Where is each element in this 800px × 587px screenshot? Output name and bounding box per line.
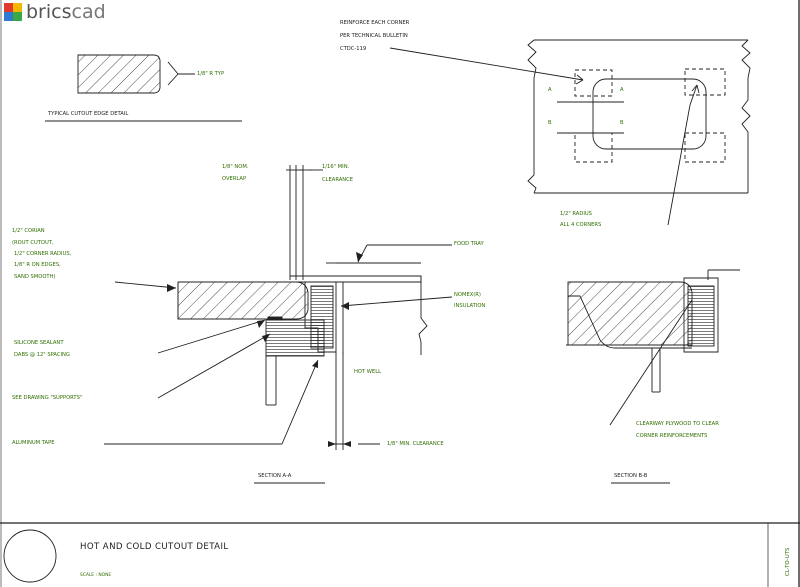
sealant-note-line-1: SILICONE SEALANT	[14, 340, 64, 346]
radius-note-line-1: 1/2" RADIUS	[560, 211, 592, 217]
corian-note-line-3: 1/2" CORNER RADIUS,	[14, 251, 72, 257]
clearance-top-line-2: CLEARANCE	[322, 177, 354, 183]
corian-note-line-4: 1/8" R ON EDGES,	[14, 262, 61, 268]
plan-note-line-1: REINFORCE EACH CORNER	[340, 20, 410, 26]
hot-well-label: HOT WELL	[354, 369, 381, 375]
corian-note-line-5: SAND SMOOTH)	[14, 274, 56, 280]
section-bb-drawing	[566, 269, 740, 484]
plywood-note-line-2: CORNER REINFORCEMENTS	[636, 433, 708, 439]
section-aa-drawing	[104, 165, 453, 484]
section-bb-title: SECTION B-B	[614, 473, 648, 479]
edge-radius-callout: 1/8" R TYP	[197, 71, 225, 77]
plywood-note-line-1: CLEARWAY PLYWOOD TO CLEAR	[636, 421, 719, 427]
edge-detail-title: TYPICAL CUTOUT EDGE DETAIL	[48, 111, 129, 117]
drawing-scale: SCALE : NONE	[80, 573, 112, 578]
edge-detail-drawing	[45, 54, 242, 122]
nomex-label-line-2: INSULATION	[454, 303, 486, 309]
detail-bubble-circle	[3, 529, 57, 583]
plan-view-drawing	[389, 39, 751, 226]
bricscad-mark-icon	[4, 3, 22, 21]
sheet-id: CL-TO-UTS	[785, 547, 791, 576]
sealant-note-line-2: DABS @ 12" SPACING	[14, 352, 70, 358]
bricscad-wordmark: bricscad	[26, 1, 106, 23]
bricscad-logo: bricscad	[4, 1, 144, 23]
corian-note-line-1: 1/2" CORIAN	[12, 228, 45, 234]
section-mark-a-right: A	[620, 87, 624, 93]
overlap-note-line-1: 1/8" NOM.	[222, 164, 249, 170]
section-mark-b-right: B	[620, 120, 624, 126]
min-clearance-label: 1/8" MIN. CLEARANCE	[387, 441, 444, 447]
section-mark-a-left: A	[548, 87, 552, 93]
overlap-note-line-2: OVERLAP	[222, 176, 247, 182]
section-aa-title: SECTION A-A	[258, 473, 292, 479]
radius-note-line-2: ALL 4 CORNERS	[560, 222, 602, 228]
plan-note-line-2: PER TECHNICAL BULLETIN	[340, 33, 408, 39]
aluminum-tape-label: ALUMINUM TAPE	[12, 440, 55, 446]
nomex-label-line-1: NOMEX(R)	[454, 292, 481, 298]
drawing-title: HOT AND COLD CUTOUT DETAIL	[80, 542, 229, 552]
supports-note: SEE DRAWING "SUPPORTS"	[12, 395, 83, 401]
corian-note-line-2: (ROUT CUTOUT,	[12, 240, 54, 246]
section-mark-b-left: B	[548, 120, 552, 126]
food-tray-label: FOOD TRAY	[454, 241, 484, 247]
clearance-top-line-1: 1/16" MIN.	[322, 164, 350, 170]
plan-note-line-3: CTDC-119	[340, 46, 367, 52]
